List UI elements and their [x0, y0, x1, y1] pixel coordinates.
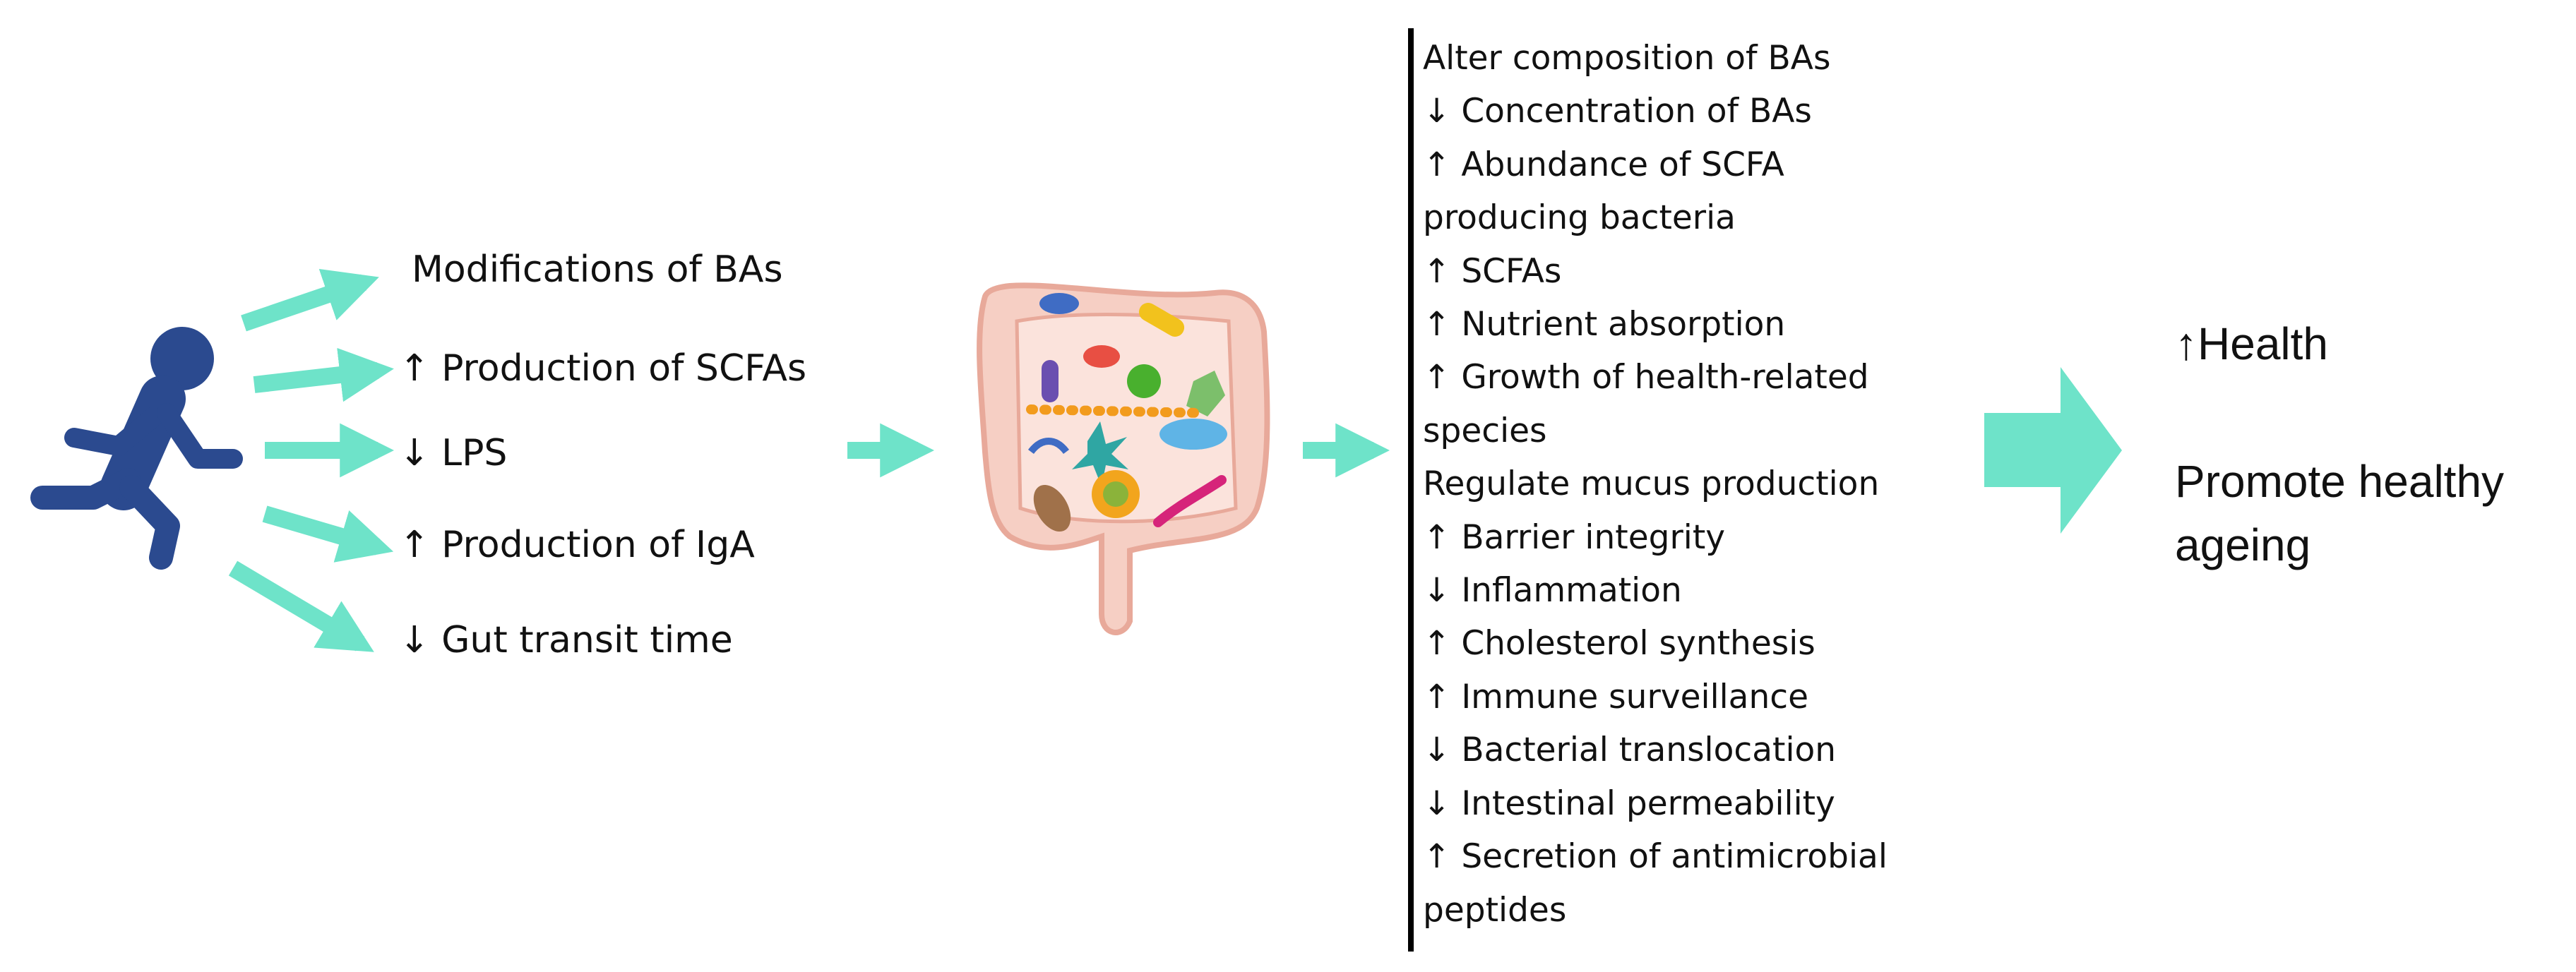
exercise-arrows — [228, 269, 395, 652]
outcome-line: ↑ SCFAs — [1423, 251, 1562, 291]
effect-gut-transit-time: ↓ Gut transit time — [399, 619, 733, 661]
effect-scfa-production: ↑ Production of SCFAs — [399, 347, 807, 390]
outcome-line: ↓ Intestinal permeability — [1423, 784, 1835, 823]
final-ageing-line-2: ageing — [2175, 520, 2311, 570]
outcome-line: ↓ Concentration of BAs — [1423, 92, 1812, 131]
effect-lps: ↓ LPS — [399, 432, 508, 474]
outcome-line: ↑ Barrier integrity — [1423, 517, 1726, 557]
final-ageing-line-1: Promote healthy — [2175, 456, 2505, 507]
outcome-line: producing bacteria — [1423, 198, 1736, 238]
outcome-line: species — [1423, 411, 1547, 450]
outcome-line: Regulate mucus production — [1423, 464, 1880, 504]
outcome-line: ↑ Nutrient absorption — [1423, 305, 1786, 344]
outcome-line: ↑ Abundance of SCFA — [1423, 145, 1784, 184]
final-health: ↑Health — [2175, 318, 2328, 369]
outcome-line: Alter composition of BAs — [1423, 39, 1831, 78]
effect-bile-acids: Modifications of BAs — [412, 248, 783, 291]
microbiota-outcomes-list: Alter composition of BAs ↓ Concentration… — [1423, 32, 1960, 937]
gut-microbiota-illustration — [977, 282, 1270, 635]
outcome-line: ↑ Cholesterol synthesis — [1423, 624, 1815, 664]
outcome-line: ↓ Inflammation — [1423, 571, 1682, 611]
outcome-line: ↓ Bacterial translocation — [1423, 731, 1837, 770]
outcome-line: ↑ Growth of health-related — [1423, 358, 1869, 397]
big-arrow-to-health — [1984, 367, 2122, 534]
effect-iga-production: ↑ Production of IgA — [399, 524, 755, 566]
outcome-line: peptides — [1423, 890, 1567, 930]
outcome-line: ↑ Secretion of antimicrobial — [1423, 837, 1888, 877]
running-person-icon — [30, 327, 243, 570]
outcome-line: ↑ Immune surveillance — [1423, 677, 1809, 716]
